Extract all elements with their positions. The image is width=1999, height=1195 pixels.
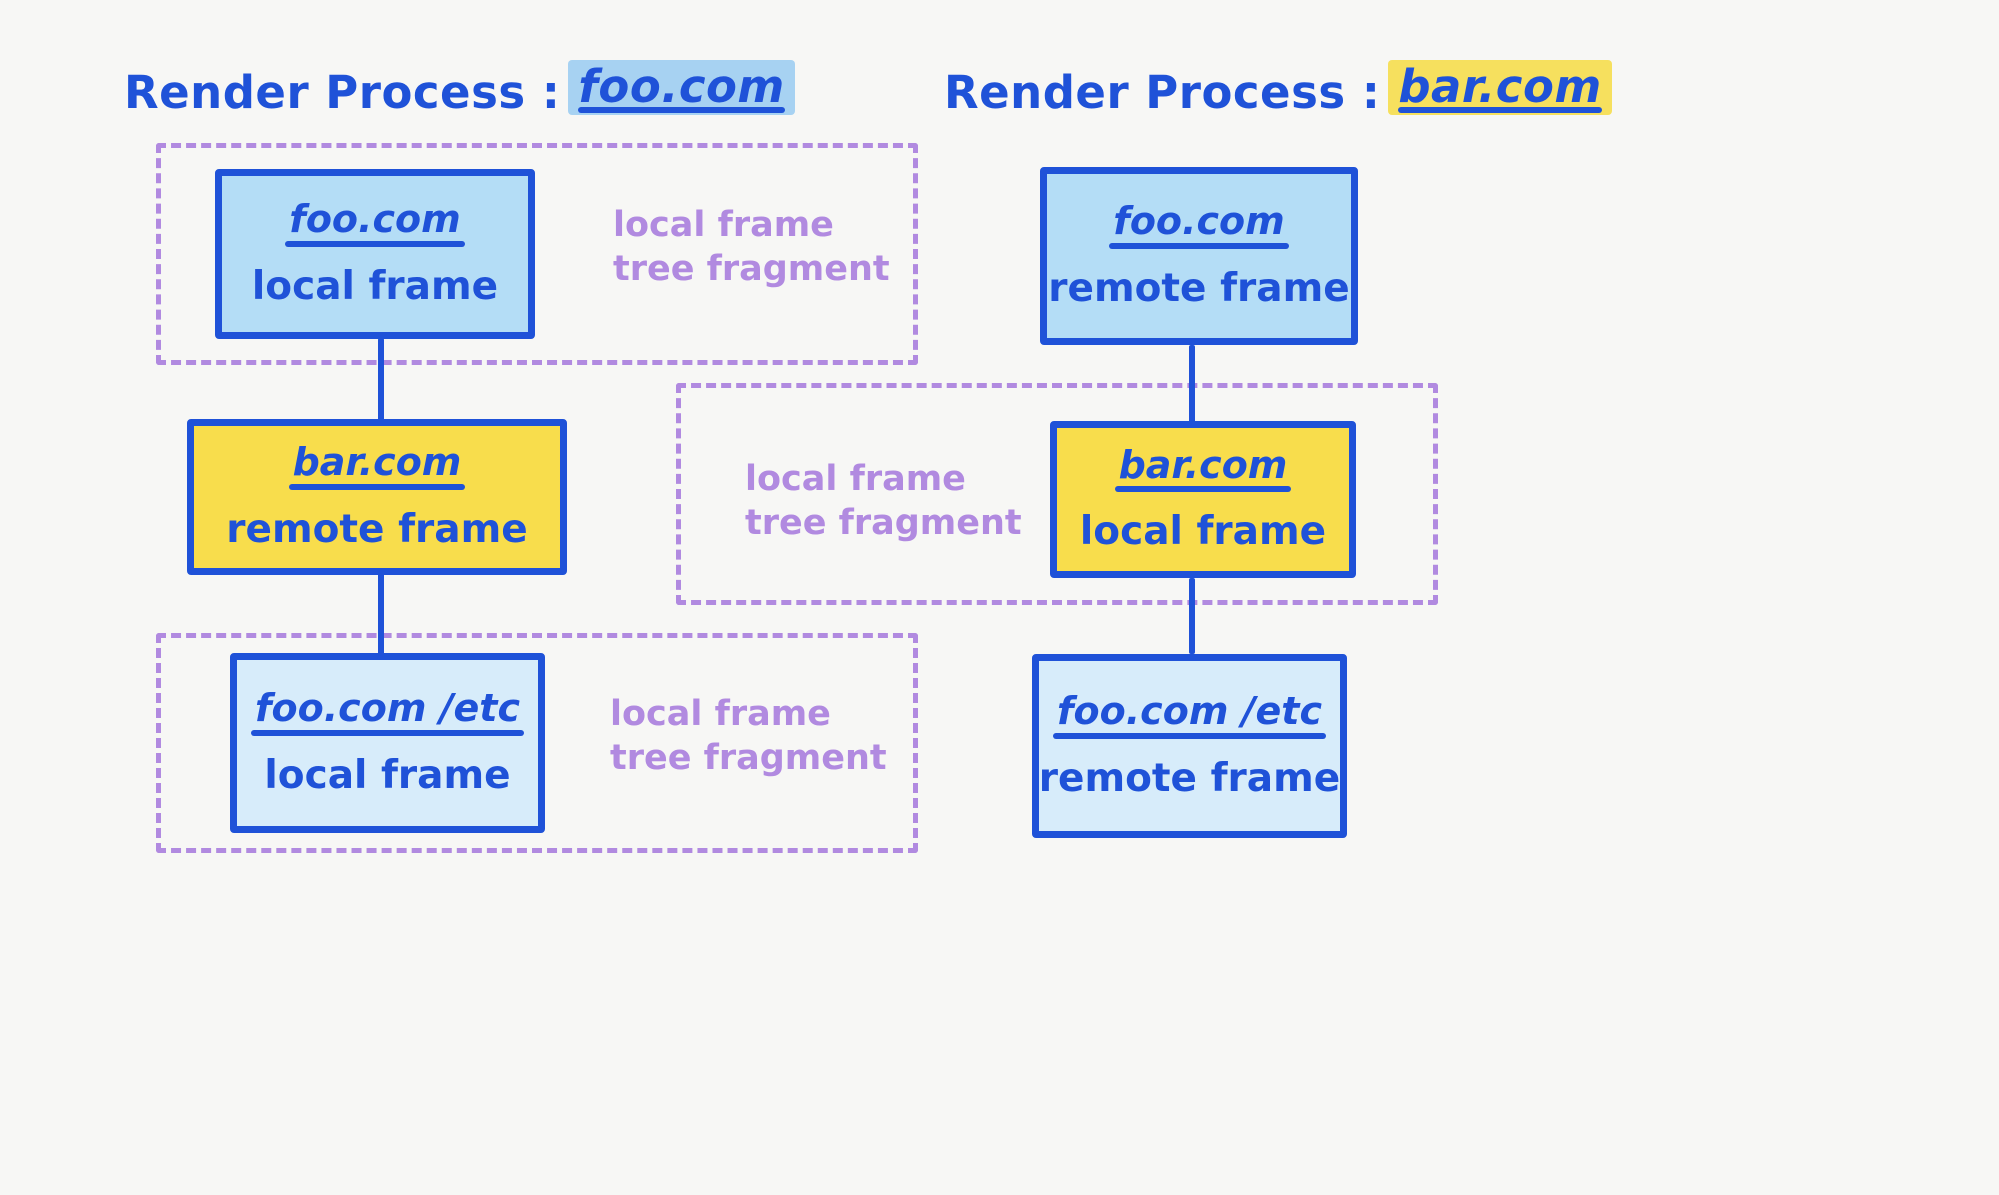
frame-box-right-foo-remote[interactable]: foo.com remote frame: [1040, 167, 1358, 345]
frame-kind: remote frame: [1038, 755, 1341, 801]
frame-url: foo.com /etc: [1053, 691, 1326, 739]
title-right-render-process: Render Process : bar.com: [944, 60, 1612, 115]
title-left-origin: foo.com: [568, 60, 795, 115]
frame-url: foo.com /etc: [251, 688, 524, 736]
frame-kind: local frame: [264, 752, 511, 798]
frame-kind: local frame: [251, 263, 499, 309]
title-left-render-process: Render Process : foo.com: [124, 60, 795, 115]
title-left-lead: Render Process :: [124, 66, 561, 119]
frame-url: foo.com: [285, 199, 466, 247]
annotation-fragment-left-top: local frame tree fragment: [613, 205, 890, 289]
frame-kind: remote frame: [226, 506, 528, 552]
title-right-origin: bar.com: [1388, 60, 1612, 115]
fragment-outline-left-top: [156, 143, 918, 365]
annotation-fragment-left-bottom: local frame tree fragment: [610, 694, 887, 778]
frame-box-left-bar-remote[interactable]: bar.com remote frame: [187, 419, 567, 575]
frame-url: bar.com: [288, 442, 466, 490]
connector-left-2: [378, 572, 384, 658]
frame-box-left-foo-local[interactable]: foo.com local frame: [215, 169, 535, 339]
connector-right-1: [1189, 345, 1195, 425]
frame-box-right-bar-local[interactable]: bar.com local frame: [1050, 421, 1356, 578]
title-right-lead: Render Process :: [944, 66, 1381, 119]
frame-url: bar.com: [1114, 445, 1292, 493]
frame-kind: local frame: [1079, 509, 1327, 555]
frame-box-right-fooetc-remote[interactable]: foo.com /etc remote frame: [1032, 654, 1347, 838]
connector-left-1: [378, 338, 384, 423]
connector-right-2: [1189, 578, 1195, 654]
frame-kind: remote frame: [1048, 265, 1350, 311]
annotation-fragment-middle: local frame tree fragment: [745, 459, 1022, 543]
fragment-outline-middle: [676, 383, 1438, 605]
frame-box-left-fooetc-local[interactable]: foo.com /etc local frame: [230, 653, 545, 833]
frame-url: foo.com: [1109, 201, 1290, 249]
fragment-outline-left-bottom: [156, 633, 918, 853]
